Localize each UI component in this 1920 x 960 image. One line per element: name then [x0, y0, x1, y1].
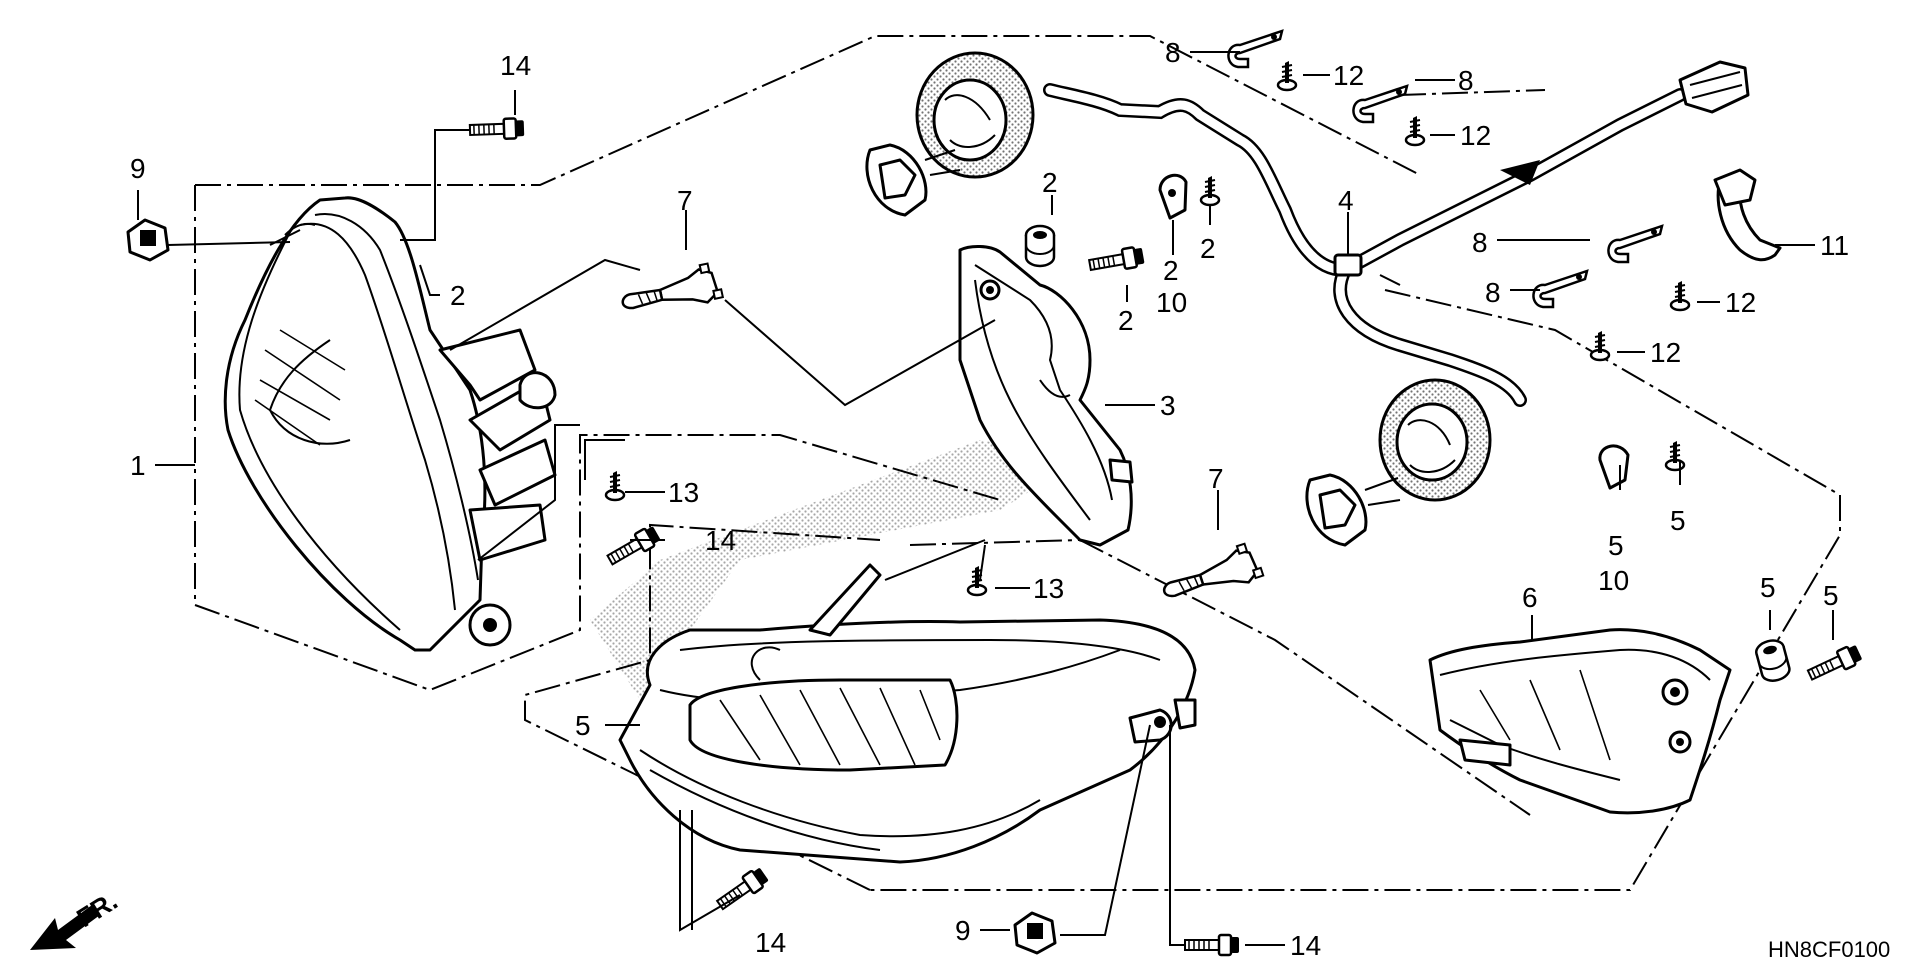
callout-10-lower: 10	[1598, 565, 1629, 596]
headlight-left[interactable]	[223, 196, 557, 652]
callout-labels: 1 2 2 2 2 2 3 4 5 5 5 5 5 6 7 7 8 8 8 8 …	[130, 37, 1849, 960]
callout-12-d: 12	[1650, 337, 1681, 368]
bolt-5-right[interactable]	[1804, 641, 1865, 686]
clamp-8-d[interactable]	[1532, 269, 1589, 309]
callout-6: 6	[1522, 582, 1538, 613]
clip-10-upper[interactable]	[1158, 173, 1188, 220]
callout-5-headlight-right: 5	[575, 710, 591, 741]
callout-1: 1	[130, 450, 146, 481]
callout-5-screw: 5	[1670, 505, 1686, 536]
bolt-14-lower-right[interactable]	[1183, 933, 1241, 957]
nut-9-lower[interactable]	[1013, 911, 1057, 955]
callout-8-c: 8	[1472, 227, 1488, 258]
callout-12-a: 12	[1333, 60, 1364, 91]
callout-12-c: 12	[1725, 287, 1756, 318]
group-boundary-lines	[194, 35, 1841, 891]
screw-13-right[interactable]	[966, 564, 988, 597]
clamp-8-b[interactable]	[1352, 84, 1409, 124]
screw-2[interactable]	[1199, 174, 1221, 207]
light-beam-stipple	[590, 440, 1080, 700]
clamp-8-a[interactable]	[1227, 29, 1284, 69]
front-arrow-icon	[30, 905, 100, 950]
callout-4: 4	[1338, 185, 1354, 216]
right-headlight-cover[interactable]	[1428, 628, 1732, 815]
harness-band-11[interactable]	[1713, 168, 1782, 262]
callout-5-clip: 5	[1608, 530, 1624, 561]
callout-9-lower: 9	[955, 915, 971, 946]
callout-14-lower-right: 14	[1290, 930, 1321, 960]
front-direction-indicator: FR.	[30, 885, 123, 950]
screw-5[interactable]	[1664, 439, 1686, 472]
screw-12-c[interactable]	[1669, 279, 1691, 312]
callout-2-headlight-left: 2	[450, 280, 466, 311]
screw-12-d[interactable]	[1589, 329, 1611, 362]
nut-9-upper[interactable]	[126, 218, 170, 262]
clip-10-lower[interactable]	[1598, 444, 1630, 490]
wire-harness[interactable]	[865, 51, 1750, 547]
callout-9-upper: 9	[130, 153, 146, 184]
callout-5-grommet: 5	[1760, 572, 1776, 603]
bolt-14-mid[interactable]	[603, 523, 664, 570]
callout-8-d: 8	[1485, 277, 1501, 308]
callout-7-lower: 7	[1208, 463, 1224, 494]
callout-12-b: 12	[1460, 120, 1491, 151]
callout-13-left: 13	[668, 477, 699, 508]
leader-lines	[137, 51, 1834, 946]
headlight-right[interactable]	[618, 563, 1197, 864]
callout-2-bolt: 2	[1118, 305, 1134, 336]
callout-14-lower-left: 14	[755, 927, 786, 958]
callout-5-bolt: 5	[1823, 580, 1839, 611]
screw-12-b[interactable]	[1404, 114, 1426, 147]
callout-2-screw: 2	[1200, 233, 1216, 264]
callout-7-upper: 7	[677, 185, 693, 216]
bolt-14-upper[interactable]	[468, 116, 526, 142]
callout-3: 3	[1160, 390, 1176, 421]
clamp-8-c[interactable]	[1607, 224, 1664, 264]
screw-12-a[interactable]	[1276, 59, 1298, 92]
callout-11: 11	[1820, 230, 1849, 261]
callout-14-mid: 14	[705, 525, 736, 556]
headlight-cover[interactable]	[958, 245, 1134, 547]
bulb-upper[interactable]	[617, 260, 725, 321]
callout-10-upper: 10	[1156, 287, 1187, 318]
callout-2-grommet: 2	[1042, 167, 1058, 198]
callout-8-a: 8	[1165, 37, 1181, 68]
grommet-2[interactable]	[1024, 224, 1056, 268]
screw-13-left[interactable]	[604, 469, 626, 502]
diagram-code: HN8CF0100	[1768, 937, 1890, 960]
callout-2-clip: 2	[1163, 255, 1179, 286]
grommet-5[interactable]	[1752, 636, 1793, 685]
callout-13-right: 13	[1033, 573, 1064, 604]
callout-14-upper: 14	[500, 50, 531, 81]
callout-8-b: 8	[1458, 65, 1474, 96]
bulb-lower[interactable]	[1156, 539, 1266, 610]
bolt-2-upper[interactable]	[1087, 244, 1147, 277]
